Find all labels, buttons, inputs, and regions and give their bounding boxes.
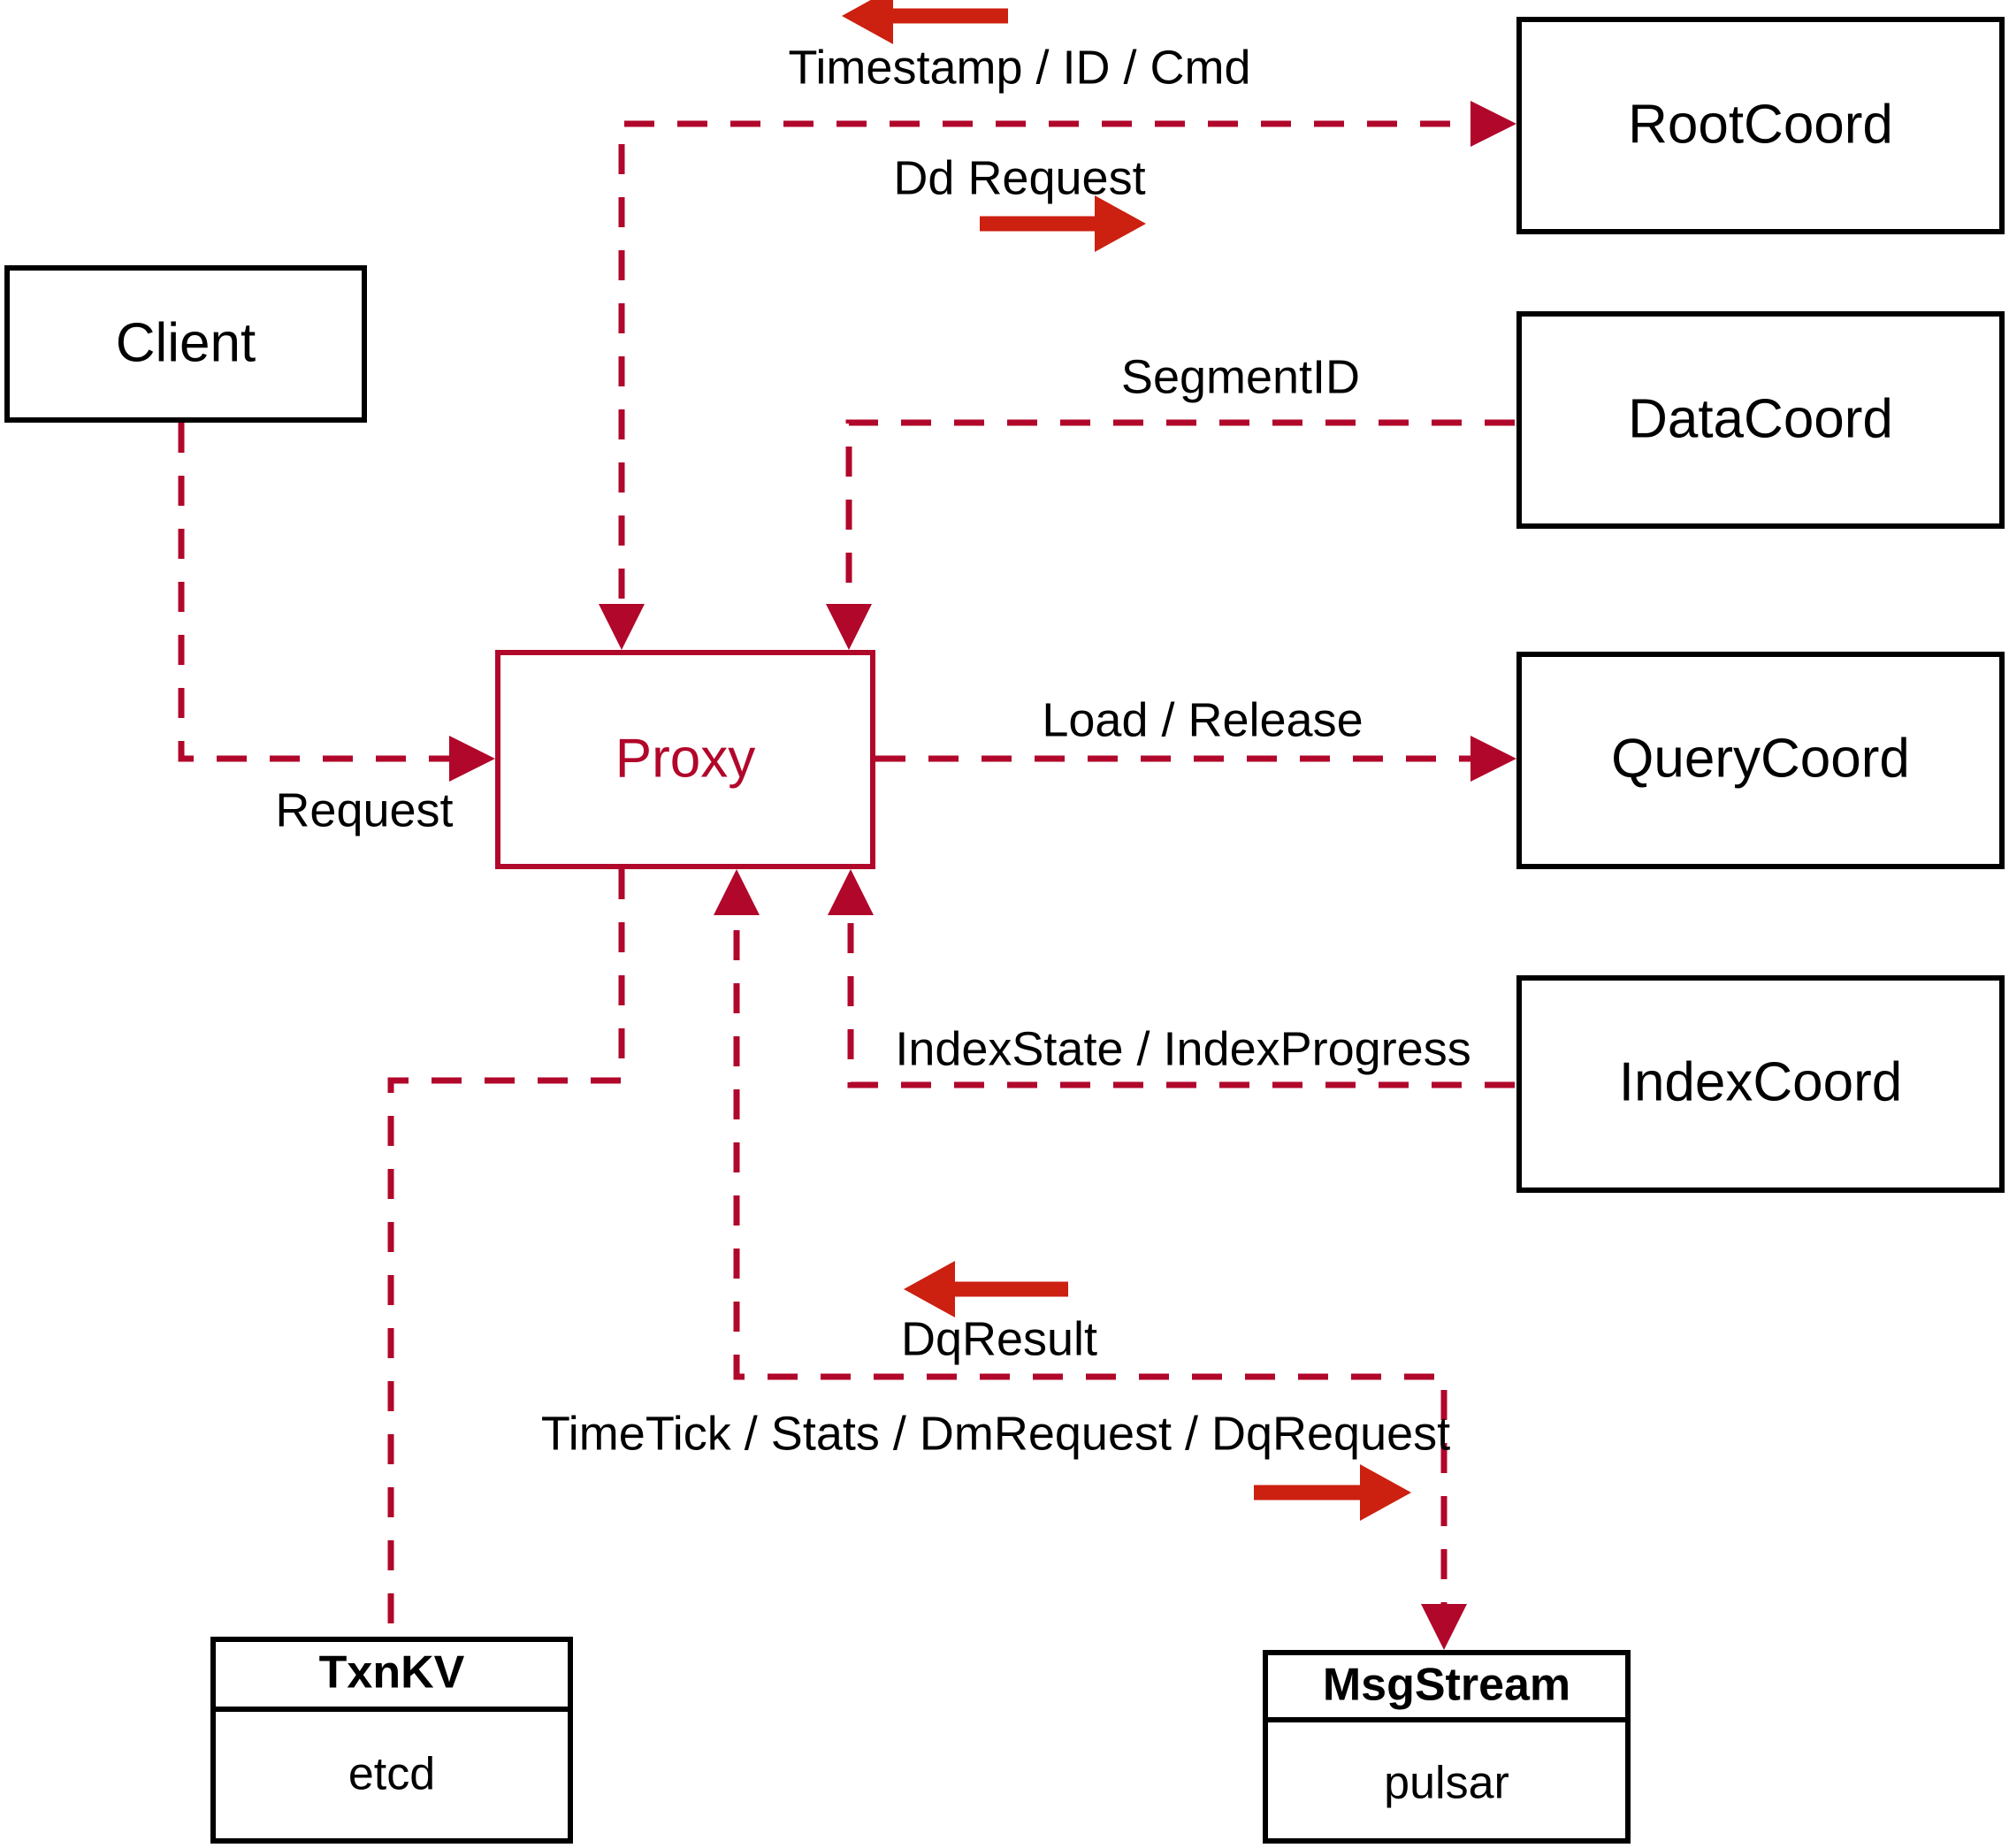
direction-arrow-dd-request-right [980,195,1146,252]
node-msgstream[interactable]: MsgStream pulsar [1263,1650,1631,1844]
edge-dd-request [1470,101,1516,147]
edge-label-msg-requests: TimeTick / Stats / DmRequest / DqRequest [541,1407,1450,1460]
edge-client-request [178,423,495,782]
edge-segmentid [826,419,1515,650]
arrowhead-into-proxy-top-left [599,604,645,650]
arrowhead-into-querycoord [1470,736,1516,782]
msgstream-title: MsgStream [1323,1660,1570,1711]
edge-path-segmentid [845,419,1515,632]
rootcoord-box[interactable] [1516,17,2005,234]
edge-label-dq-result: DqResult [901,1312,1097,1365]
edge-msgstream-flows [714,869,1467,1650]
arrowhead-into-proxy-left [449,736,495,782]
edge-load-release [875,736,1516,782]
msgstream-impl: pulsar [1384,1758,1509,1809]
arrowhead-into-msgstream [1421,1604,1467,1650]
datacoord-label: DataCoord [1628,388,1893,449]
msgstream-box[interactable] [1263,1650,1631,1844]
arrowhead-into-proxy-bottom-left [714,869,760,915]
edge-path-rootcoord-reply [618,120,1503,632]
arrow-head-left [842,0,893,44]
arrowhead-into-proxy-top-right [826,604,872,650]
edge-path-index-state [847,887,1515,1088]
indexcoord-box[interactable] [1516,975,2005,1193]
arrowhead-into-proxy-bottom-right [828,869,874,915]
edge-label-load-release: Load / Release [1042,693,1363,746]
querycoord-box[interactable] [1516,652,2005,869]
edge-label-client-request: Request [275,783,453,836]
txnkv-impl: etcd [348,1749,435,1800]
node-client[interactable]: Client [4,265,367,423]
node-rootcoord[interactable]: RootCoord [1516,17,2005,234]
node-querycoord[interactable]: QueryCoord [1516,652,2005,869]
edge-label-segmentid: SegmentID [1121,350,1360,403]
arrow-head-left [904,1261,955,1317]
client-label: Client [116,312,256,373]
edge-txnkv-link [387,869,625,1637]
querycoord-label: QueryCoord [1611,728,1910,789]
txnkv-box[interactable] [210,1637,573,1844]
edge-path-msgstream [733,887,1448,1632]
edge-rootcoord-reply [599,120,1503,650]
arrow-head-right [1360,1464,1411,1521]
rootcoord-label: RootCoord [1628,94,1893,155]
direction-arrow-dqresult-left [904,1261,1068,1317]
arrowhead-into-rootcoord [1470,101,1516,147]
node-txnkv[interactable]: TxnKV etcd [210,1637,573,1844]
edge-path-txnkv [387,869,625,1637]
direction-arrow-msgrequest-right [1254,1464,1411,1521]
node-indexcoord[interactable]: IndexCoord [1516,975,2005,1193]
edge-label-dd-request: Dd Request [893,151,1145,204]
arrow-head-right [1095,195,1146,252]
client-box[interactable] [4,265,367,423]
edge-label-rootcoord-reply: Timestamp / ID / Cmd [788,41,1250,94]
node-datacoord[interactable]: DataCoord [1516,311,2005,529]
datacoord-box[interactable] [1516,311,2005,529]
edge-path-client-request [178,423,477,762]
edge-label-index-state: IndexState / IndexProgress [895,1022,1470,1075]
proxy-box[interactable] [495,650,875,869]
indexcoord-label: IndexCoord [1619,1051,1903,1112]
txnkv-title: TxnKV [319,1647,465,1699]
node-proxy[interactable]: Proxy [495,650,875,869]
edge-index-state [828,869,1515,1088]
proxy-label: Proxy [615,728,755,789]
direction-arrow-timestamp-left [842,0,1008,44]
